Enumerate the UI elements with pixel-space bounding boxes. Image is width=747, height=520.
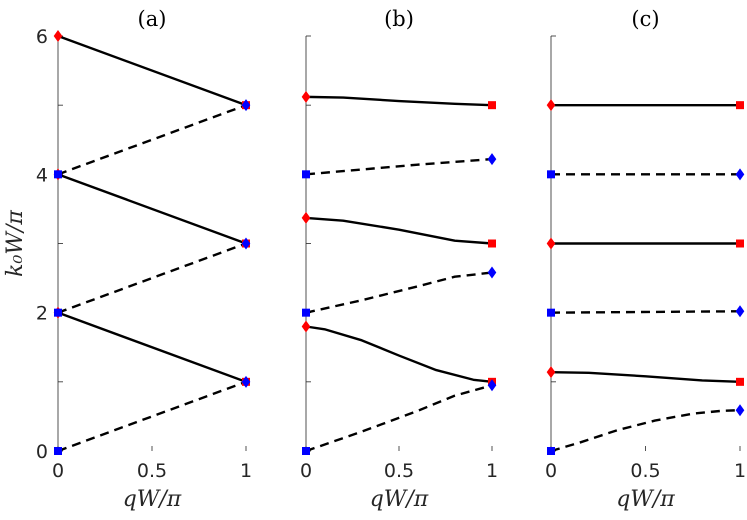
x-tick-label: 0 [545,460,557,482]
blue-square-marker [302,308,310,317]
x-axis-label: qW/π [370,487,429,512]
red-diamond-marker [546,237,556,250]
x-tick-label: 0.5 [137,460,167,482]
series-line-6-dashed [550,408,741,453]
x-tick-label: 0 [300,460,312,482]
red-square-marker [488,101,496,110]
y-tick-label: 0 [36,441,48,463]
panel-title: (b) [384,7,414,31]
blue-square-marker [547,447,555,455]
panel-title: (a) [138,7,167,31]
blue-diamond-marker [487,266,497,279]
y-tick-label: 4 [36,164,48,186]
x-tick-label: 0.5 [630,460,660,482]
blue-square-marker [302,447,310,455]
red-diamond-marker [301,90,311,103]
series-line-4-dashed [305,271,493,314]
x-axis-label: qW/π [616,487,675,512]
y-axis-label: k₀W/π [3,210,28,277]
blue-square-marker [54,447,62,455]
y-tick-label: 2 [36,303,48,325]
red-square-marker [736,377,744,386]
series-line-3-solid [57,173,247,245]
x-tick-label: 0.5 [384,460,414,482]
panel-1: 0 0.5 1 0 2 4 6 (a) qW/π k₀W/π [3,7,252,512]
blue-diamond-marker [487,379,497,392]
blue-diamond-marker [735,404,745,417]
red-diamond-marker [301,320,311,333]
red-diamond-marker [546,366,556,379]
blue-square-marker [54,170,62,179]
panel-title: (c) [631,7,659,31]
red-square-marker [488,239,496,248]
panel-2: 0 0.5 1 (b) qW/π [300,7,498,512]
series-line-6-dashed [57,380,247,453]
x-tick-label: 1 [734,460,746,482]
series-line-2-dashed [305,157,493,176]
series-line-5-solid [550,370,741,384]
red-square-marker [736,101,744,110]
blue-diamond-marker [241,375,251,388]
blue-square-marker [547,170,555,179]
series-line-2-dashed [57,104,247,176]
red-diamond-marker [546,99,556,112]
y-tick-label: 6 [36,26,48,48]
blue-diamond-marker [241,237,251,250]
series-line-1-solid [57,34,247,107]
blue-diamond-marker [487,153,497,166]
blue-square-marker [302,170,310,179]
red-square-marker [736,239,744,248]
series-line-6-dashed [305,384,493,453]
red-diamond-marker [301,211,311,224]
blue-diamond-marker [735,305,745,318]
panel-3: 0 0.5 1 (c) qW/π [545,7,746,512]
blue-diamond-marker [241,99,251,112]
series-line-4-dashed [550,310,741,314]
red-diamond-marker [53,30,63,42]
x-tick-label: 1 [240,460,252,482]
blue-diamond-marker [735,168,745,181]
x-tick-label: 1 [486,460,498,482]
blue-square-marker [54,308,62,317]
series-line-3-solid [305,216,493,245]
series-line-5-solid [57,311,247,383]
series-line-1-solid [305,95,493,107]
blue-square-marker [547,308,555,317]
x-axis-label: qW/π [123,487,182,512]
series-line-5-solid [305,325,493,384]
x-tick-label: 0 [52,460,64,482]
series-line-4-dashed [57,242,247,314]
